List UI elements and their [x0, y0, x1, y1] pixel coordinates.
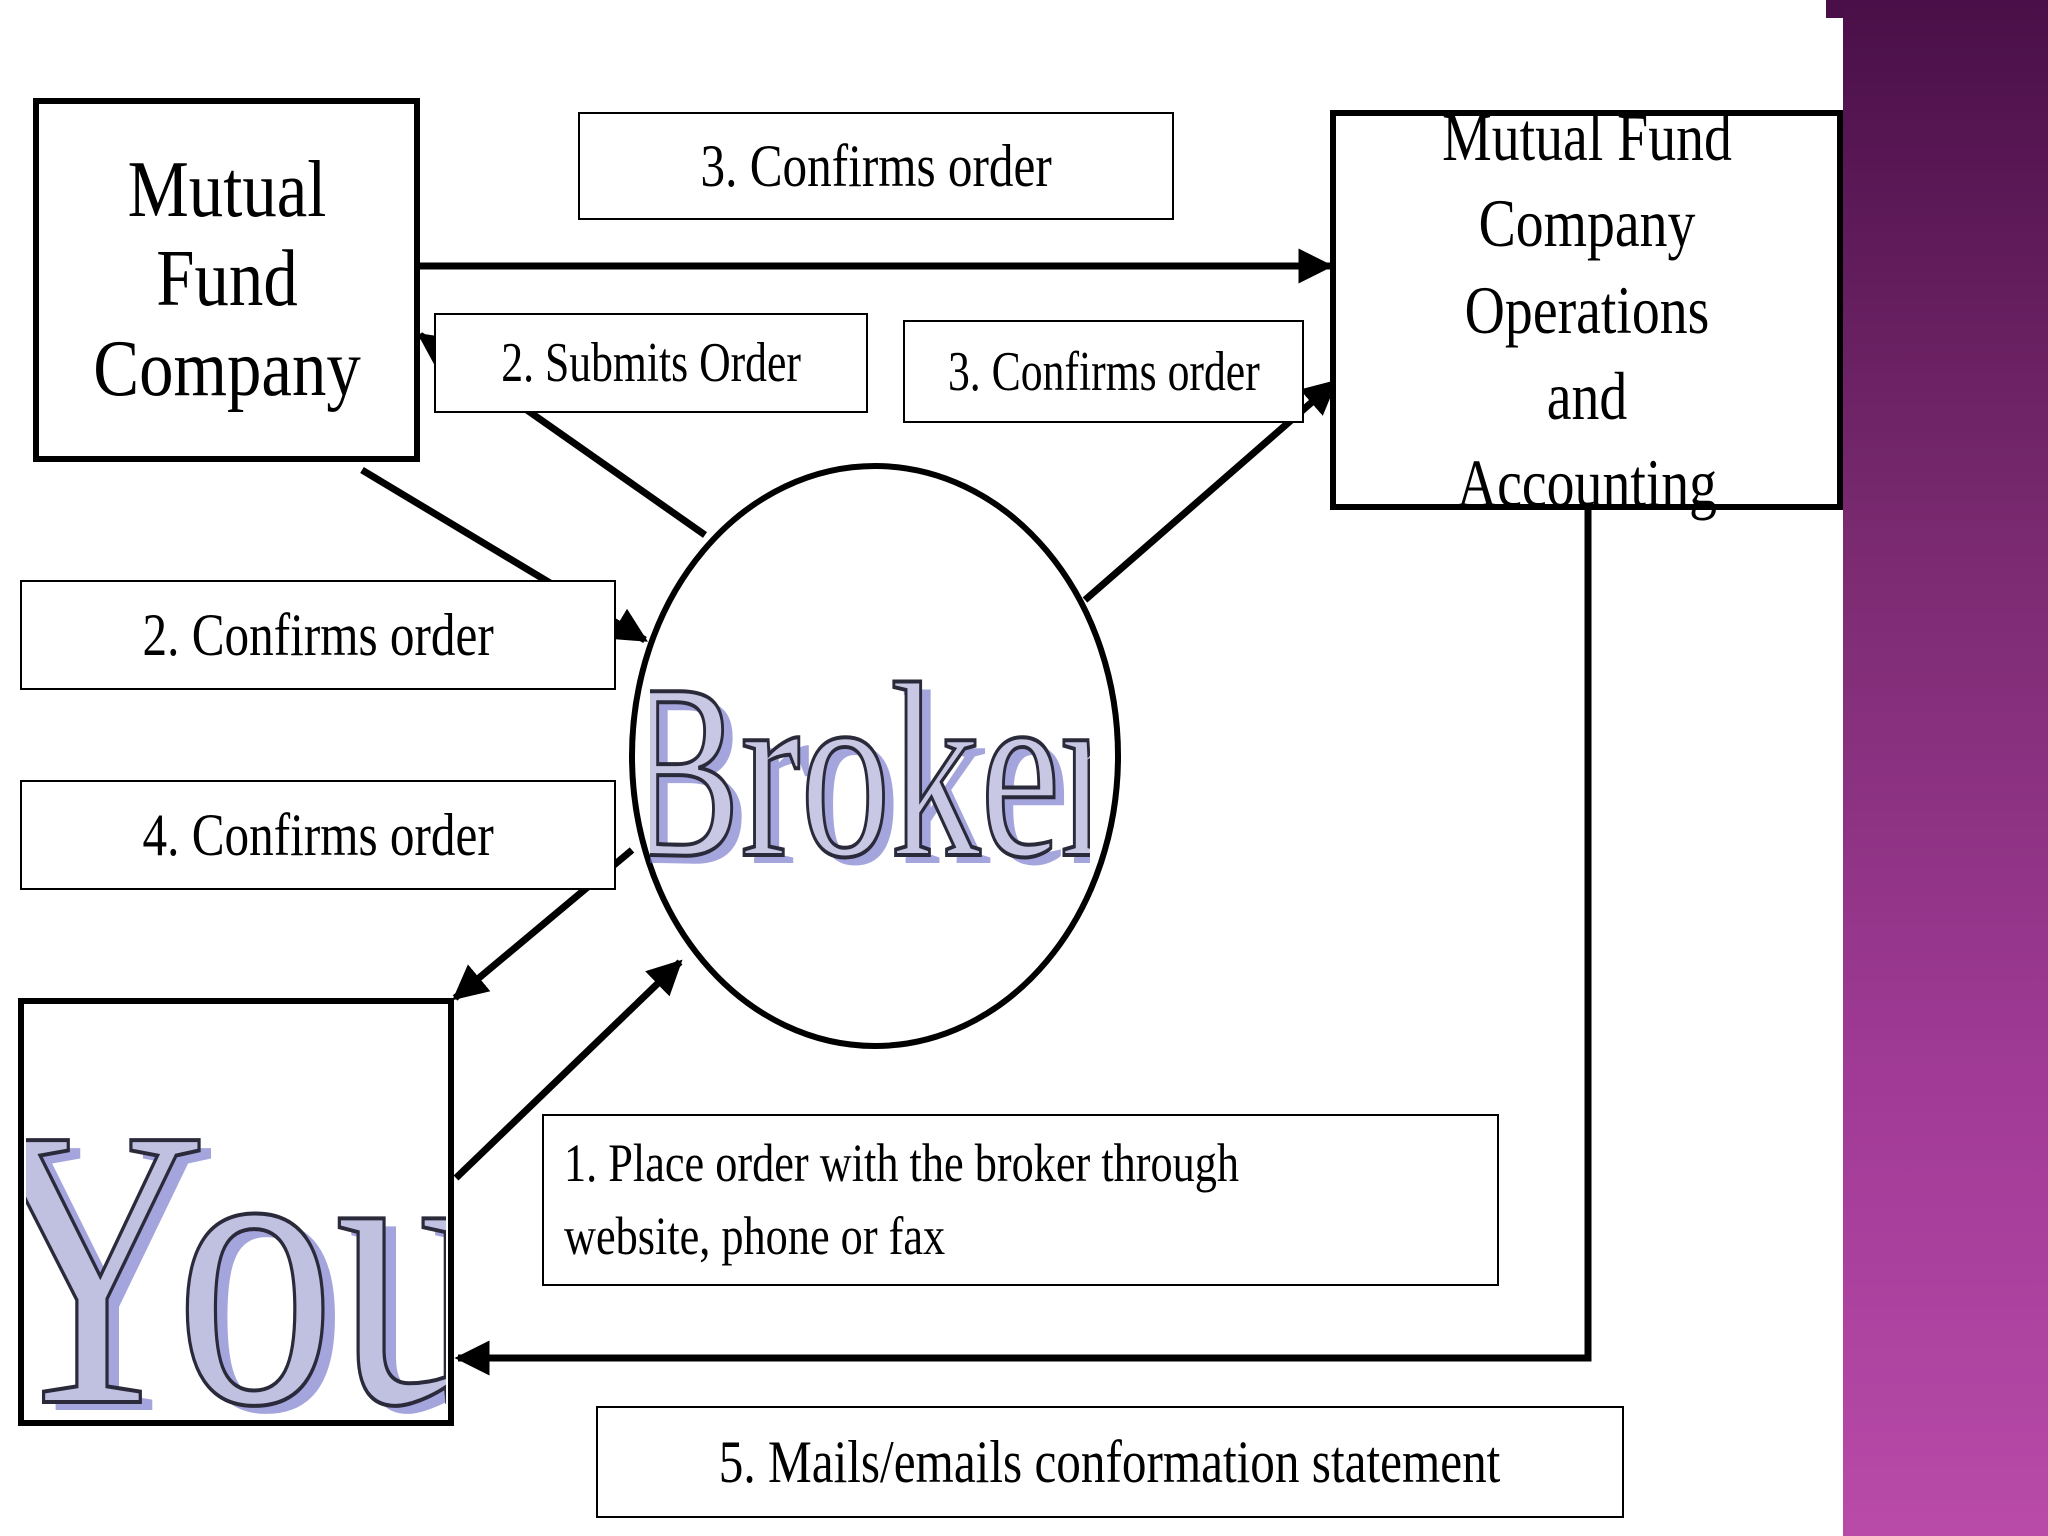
label-place-order-1-text: 1. Place order with the broker through w… [564, 1127, 1239, 1273]
you-wordart-text: You [26, 1046, 446, 1417]
operations-accounting-text: Mutual Fund Company Operations and Accou… [1441, 99, 1732, 521]
label-confirms-order-4: 4. Confirms order [20, 780, 616, 890]
label-confirms-order-2: 2. Confirms order [20, 580, 616, 690]
label-place-order-1: 1. Place order with the broker through w… [542, 1114, 1499, 1286]
arrow-you-to-broker [453, 959, 683, 1181]
label-confirms-order-3-top: 3. Confirms order [578, 112, 1174, 220]
label-submits-order-2-text: 2. Submits Order [501, 332, 801, 394]
you-wordart-shadow: You [26, 1054, 446, 1417]
operations-accounting-box: Mutual Fund Company Operations and Accou… [1330, 99, 1843, 521]
label-confirms-order-4-text: 4. Confirms order [142, 801, 494, 868]
you-wordart: You You [26, 1045, 446, 1417]
arrow-operations-to-you [454, 510, 1592, 1376]
label-mails-statement-5: 5. Mails/emails conformation statement [596, 1406, 1624, 1518]
label-mails-statement-5-text: 5. Mails/emails conformation statement [719, 1428, 1501, 1495]
label-place-order-1-line1: 1. Place order with the broker through [564, 1133, 1240, 1194]
label-confirms-order-3-mid: 3. Confirms order [903, 320, 1304, 423]
label-confirms-order-3-mid-text: 3. Confirms order [947, 340, 1260, 403]
broker-circle [629, 463, 1121, 1049]
mutual-fund-company-text: Mutual Fund Company [92, 145, 361, 413]
label-place-order-1-line2: website, phone or fax [564, 1206, 946, 1266]
mutual-fund-company-box: Mutual Fund Company [33, 98, 420, 462]
label-submits-order-2: 2. Submits Order [434, 313, 868, 413]
you-box: You You [18, 998, 454, 1426]
label-confirms-order-3-top-text: 3. Confirms order [700, 132, 1052, 199]
label-confirms-order-2-text: 2. Confirms order [142, 601, 494, 668]
accent-side-panel [1843, 0, 2048, 1536]
